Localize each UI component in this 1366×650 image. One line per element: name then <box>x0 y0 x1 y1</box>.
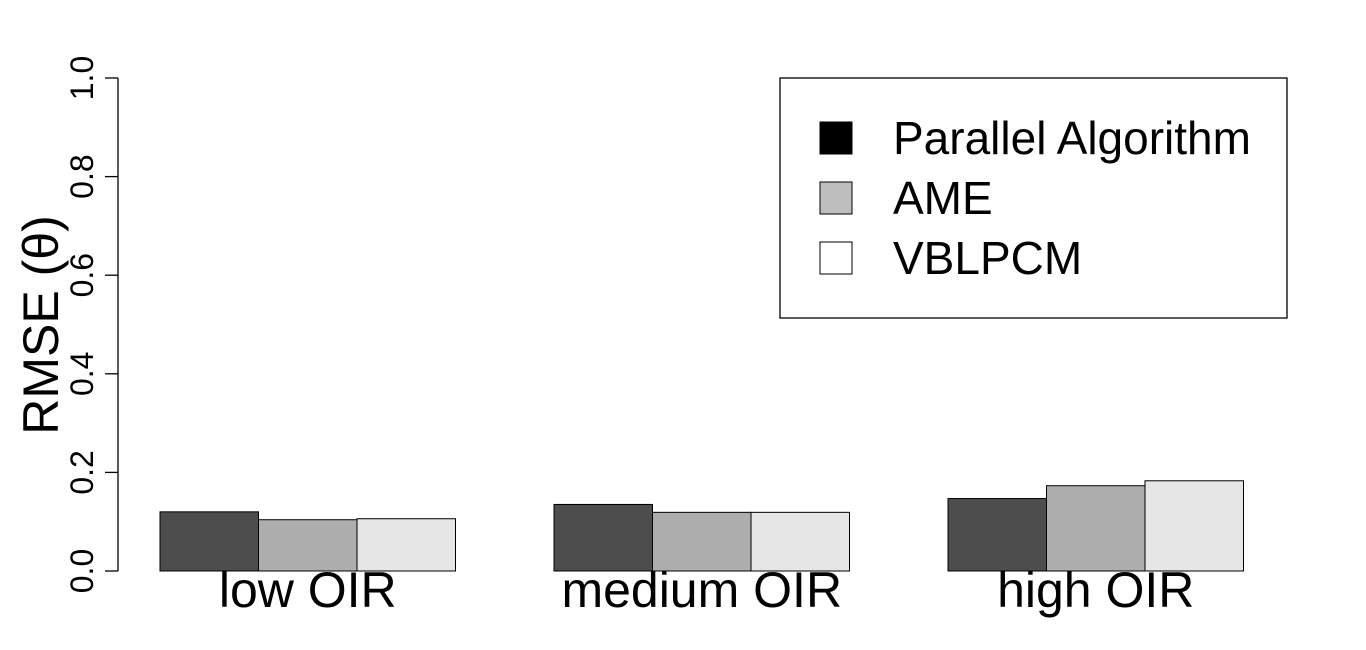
y-tick-label: 0.0 <box>64 549 100 593</box>
category-label: low OIR <box>219 562 397 618</box>
y-axis: 0.0 0.2 0.4 0.6 0.8 1.0 <box>64 56 119 593</box>
bar-vblpcm-3 <box>1144 480 1244 572</box>
y-tick-label: 0.4 <box>64 352 100 396</box>
bar-vblpcm-2 <box>750 511 850 572</box>
y-tick-label: 1.0 <box>64 56 100 100</box>
legend-swatch <box>819 181 853 215</box>
bar-ame-3 <box>1046 485 1146 572</box>
legend-swatch <box>819 241 853 275</box>
bar-parallel-algorithm-3 <box>947 498 1047 572</box>
y-tick-label: 0.8 <box>64 154 100 198</box>
legend-label: Parallel Algorithm <box>893 112 1251 164</box>
y-tick-label: 0.6 <box>64 253 100 297</box>
y-axis-title-group: RMSE (θ) <box>13 215 69 434</box>
y-tick-label: 0.2 <box>64 450 100 494</box>
bar-ame-2 <box>652 511 752 572</box>
legend-label: VBLPCM <box>893 232 1082 284</box>
category-label: medium OIR <box>561 562 842 618</box>
legend-box <box>779 77 1288 319</box>
bar-ame-1 <box>258 519 358 572</box>
legend-label: AME <box>893 172 993 224</box>
y-axis-title: RMSE (θ) <box>13 215 69 434</box>
bar-parallel-algorithm-1 <box>159 511 259 572</box>
legend-swatch <box>819 121 853 155</box>
category-label: high OIR <box>997 562 1194 618</box>
bar-parallel-algorithm-2 <box>553 503 653 572</box>
bar-vblpcm-1 <box>356 518 456 572</box>
bars <box>159 480 1244 572</box>
category-labels: low OIR medium OIR high OIR <box>219 562 1195 618</box>
